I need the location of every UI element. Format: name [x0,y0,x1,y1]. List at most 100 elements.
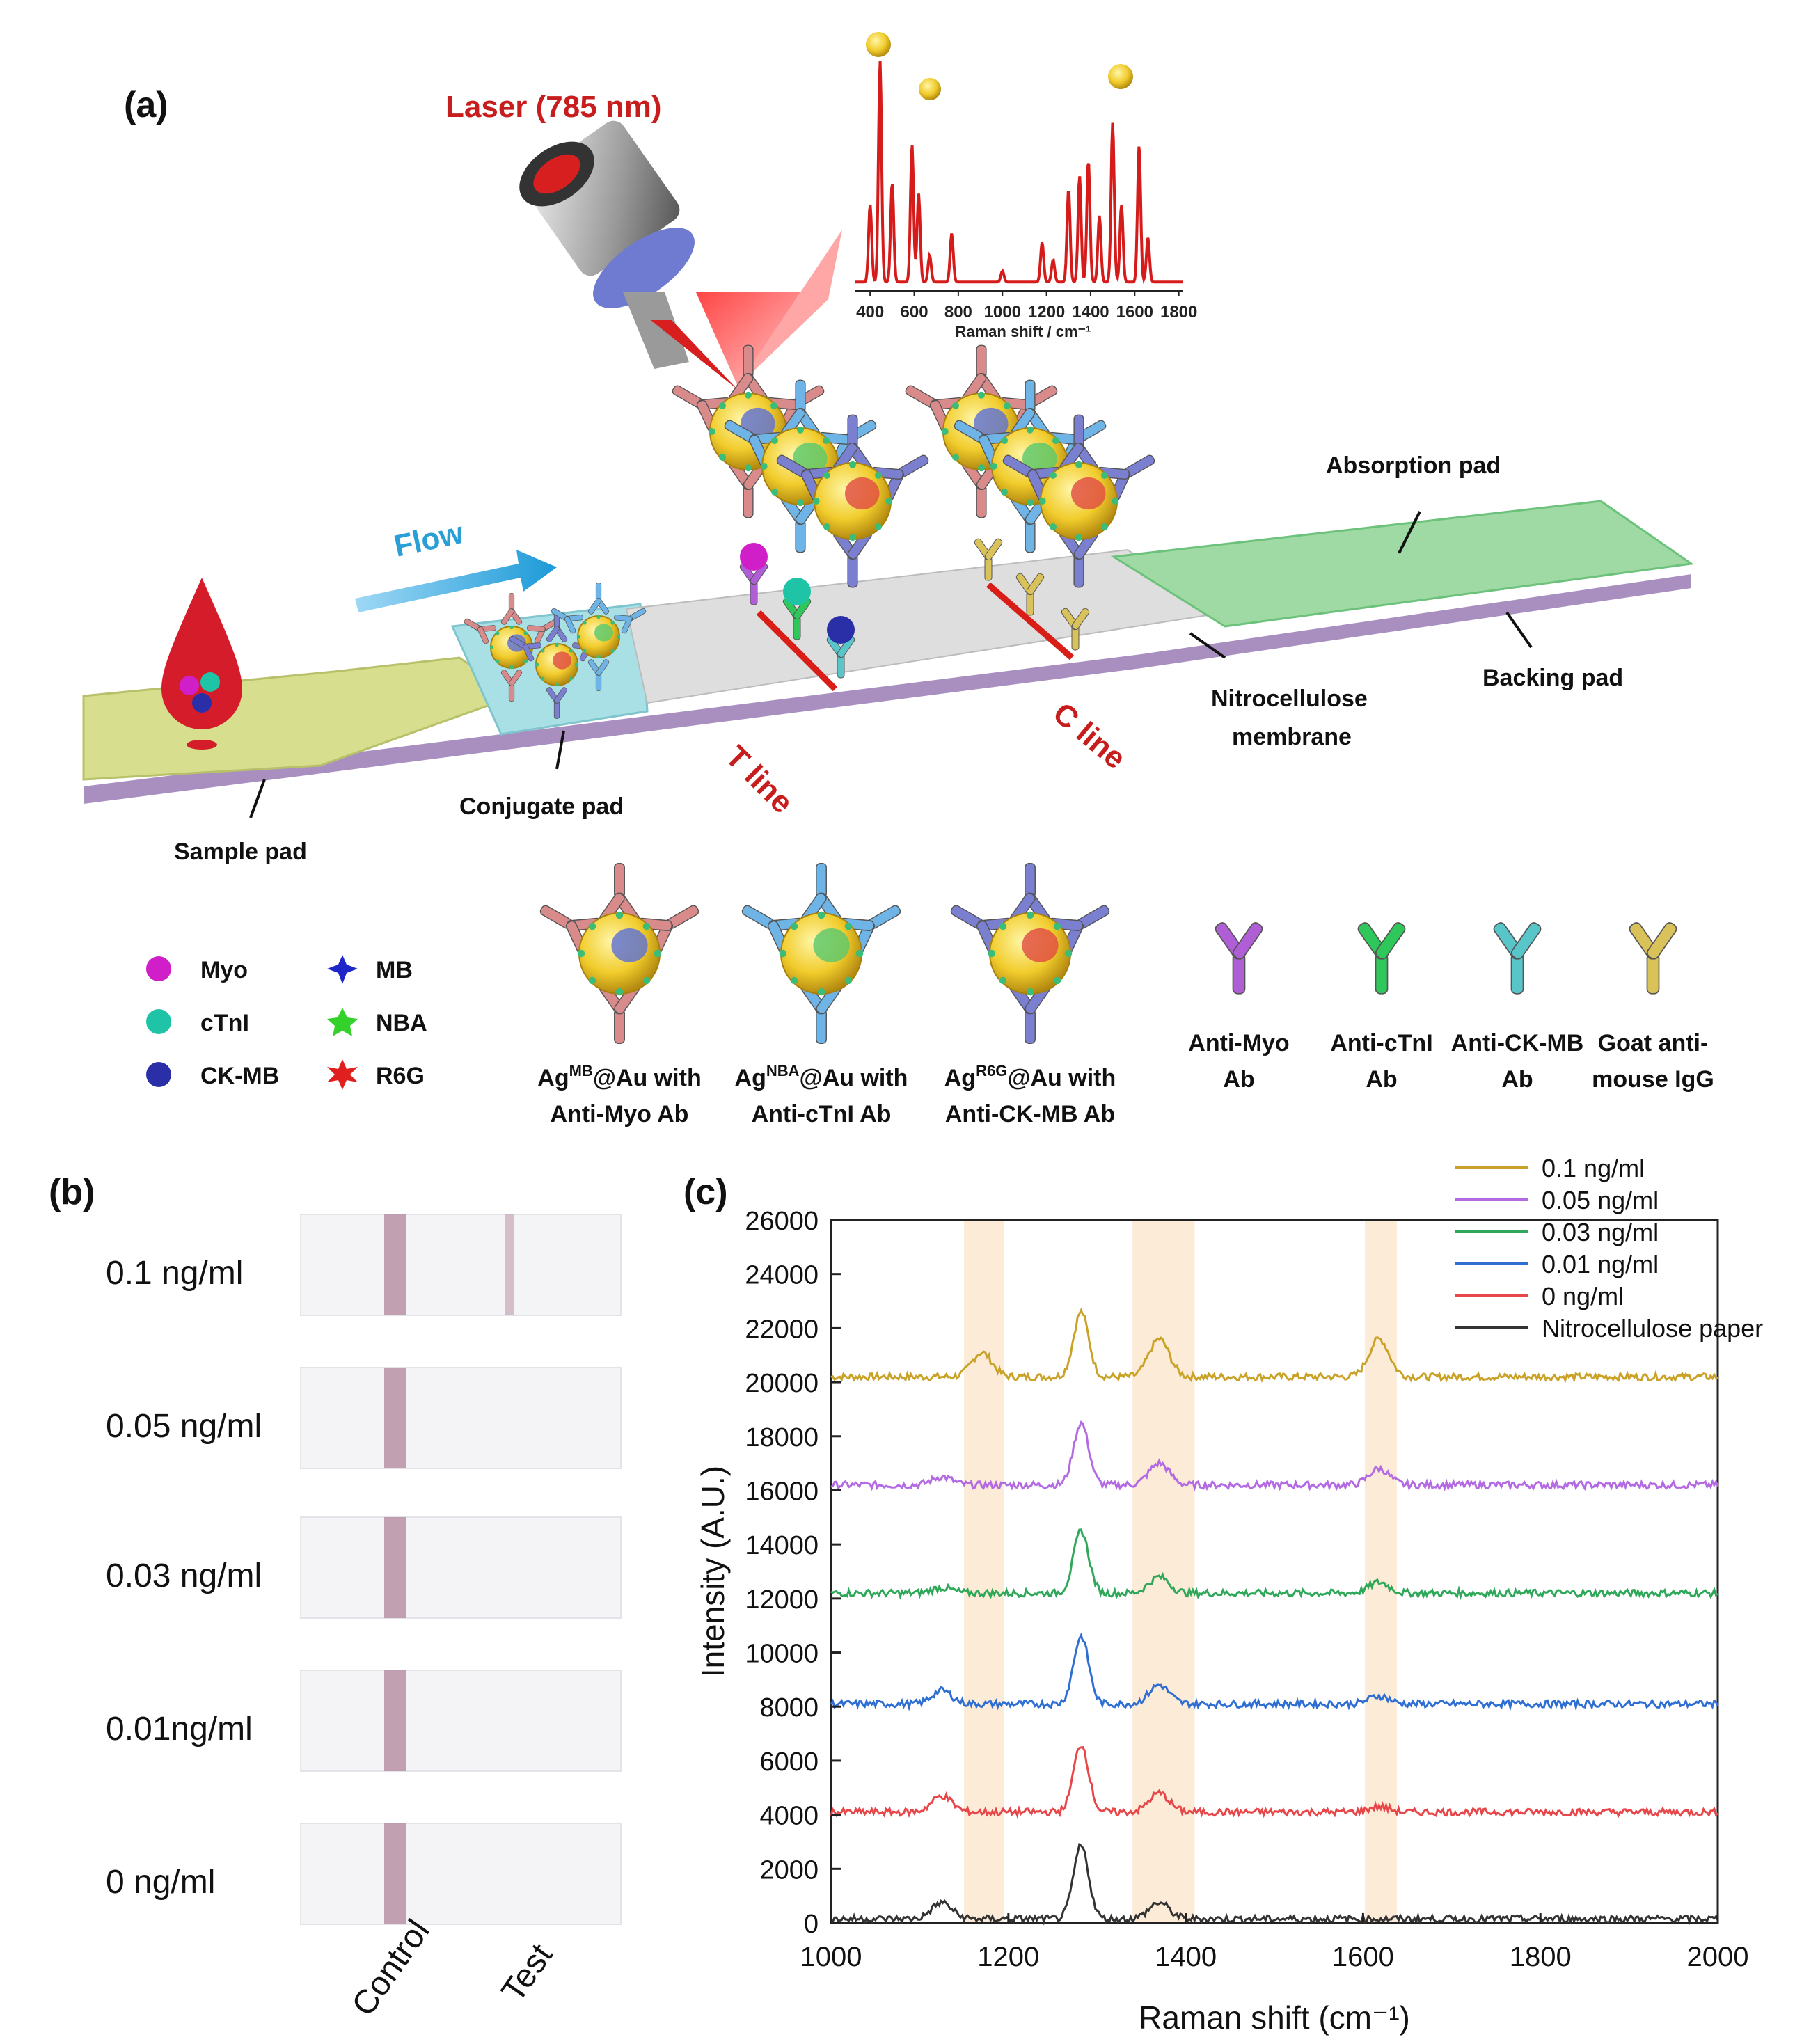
series-line [830,1307,1718,1384]
conjugate-pad-nanotags [464,583,647,719]
particle-antibody-icon [500,593,523,625]
inset-tick-label: 1600 [1116,303,1153,322]
inset-tick-label: 1800 [1160,303,1197,322]
series-lines [830,1307,1719,1926]
particle-antibody-icon [546,687,568,719]
concentration-label: 0.1 ng/ml [106,1255,243,1292]
inset-spectrum-line [855,61,1183,285]
inset-nanotag-icon [866,32,1133,100]
nanotag-legend [539,862,1110,1045]
particle-antibody-icon [587,583,610,615]
strip-photo [300,1214,622,1316]
goat-igg-label-line2: mouse IgG [1592,1066,1714,1093]
series-line [830,1632,1719,1712]
capture-anti-ctni-icon [782,597,812,640]
anti-myo-label-line2: Ab [1223,1066,1254,1093]
strip-photo [300,1367,622,1469]
panel-a: (a) Flow [82,32,1714,1127]
inset-tick-label: 1200 [1028,303,1065,322]
c-line-mark [986,582,1074,660]
backing-pad-shape [84,574,1691,804]
nanotag-labels: AgMB@Au with Anti-Myo Ab AgNBA@Au with A… [537,1062,1116,1127]
legend-entry: Nitrocellulose paper [1542,1314,1763,1342]
legend-nanotag-1 [741,862,901,1045]
legend-nanotag-2 [950,862,1110,1045]
x-tick-label: 2000 [1687,1942,1749,1972]
legend-antibody-0-icon [1215,922,1263,995]
legend-mb: MB [376,957,413,983]
particle-antibody-icon [509,635,541,662]
concentration-label: 0.05 ng/ml [106,1408,262,1445]
legend-entry: 0.01 ng/ml [1542,1250,1659,1278]
blood-drop-icon [161,578,242,750]
legend-r6g: R6G [376,1063,425,1089]
ctni-legend-icon [146,1009,171,1034]
flow-label: Flow [391,516,467,564]
y-tick-label: 26000 [745,1207,819,1236]
backing-pad-arrow [1505,611,1533,649]
nanotag-mb-label-line2: Anti-Myo Ab [551,1101,689,1127]
anti-ctni-label-line1: Anti-cTnI [1330,1030,1432,1056]
laser-label: Laser (785 nm) [445,90,662,124]
control-line [384,1670,406,1771]
inset-tick-label: 400 [856,303,884,322]
panel-a-label: (a) [124,85,168,125]
anti-ctni-label-line2: Ab [1366,1066,1397,1093]
series-line [830,1746,1718,1819]
y-tick-label: 20000 [745,1369,819,1398]
y-tick-label: 18000 [745,1423,819,1452]
chart-legend: 0.1 ng/ml0.05 ng/ml0.03 ng/ml0.01 ng/ml0… [1455,1154,1763,1342]
inset-tick-label: 1400 [1072,303,1109,322]
control-line [384,1517,406,1618]
legend-entry: 0.03 ng/ml [1542,1218,1659,1246]
y-tick-label: 22000 [745,1315,819,1344]
control-axis-label: Control [345,1913,437,2022]
lateral-flow-strip [82,500,1695,804]
series-line [830,1528,1718,1601]
concentration-label: 0.01ng/ml [106,1711,253,1748]
capture-igg-icon-3 [1061,608,1090,651]
particle-antibody-icon [500,670,523,702]
antibody-labels: Anti-Myo Ab Anti-cTnI Ab Anti-CK-MB Ab G… [1188,1030,1714,1093]
ctni-sphere [783,578,811,605]
anti-ckmb-label-line1: Anti-CK-MB [1451,1030,1584,1056]
t-line-mark [756,610,838,692]
goat-igg-label-line1: Goat anti- [1598,1030,1709,1056]
legend-nanotag-0 [539,862,699,1045]
backing-pad-label: Backing pad [1482,665,1623,691]
anti-ckmb-label-line2: Ab [1501,1066,1533,1093]
strip-photo [300,1670,622,1772]
panel-b-label: (b) [49,1172,95,1212]
x-tick-label: 1600 [1332,1942,1394,1972]
t-line-captured-analytes [740,543,855,644]
y-tick-label: 24000 [745,1261,819,1290]
nitrocellulose-membrane-shape [625,548,1227,704]
y-tick-label: 0 [804,1910,819,1939]
y-tick-label: 2000 [759,1855,819,1885]
legend-myo: Myo [200,957,248,983]
legend-antibody-3-icon [1629,922,1677,995]
capture-igg-icon-2 [1015,573,1045,616]
nanotag-r6g-particle [776,414,929,588]
r6g-star-icon [327,1059,358,1090]
c-line-label: C line [1047,696,1132,776]
legend-ctni: cTnI [200,1010,249,1036]
conjugate-pad-arrow [555,730,565,770]
c-line-nanotag-cluster [905,344,1155,651]
inset-tick-label: 600 [901,303,928,322]
particle-antibody-icon [614,608,647,634]
particle-antibody-icon [551,608,583,634]
highlight-band [1132,1220,1195,1923]
control-line [384,1214,406,1315]
panel-b: (b) 0.1 ng/ml0.05 ng/ml0.03 ng/ml0.01ng/… [49,1172,622,2022]
analyte-legend: Myo cTnI CK-MB MB NBA R6G [146,955,427,1090]
x-tick-label: 1800 [1510,1942,1572,1972]
nanotag-nba-label-line2: Anti-cTnI Ab [752,1101,892,1127]
particle-antibody-icon [587,659,610,691]
capture-anti-myo-icon [739,562,768,605]
nanotag-r6g-label-line2: Anti-CK-MB Ab [945,1101,1115,1127]
strip-photo [300,1823,622,1925]
